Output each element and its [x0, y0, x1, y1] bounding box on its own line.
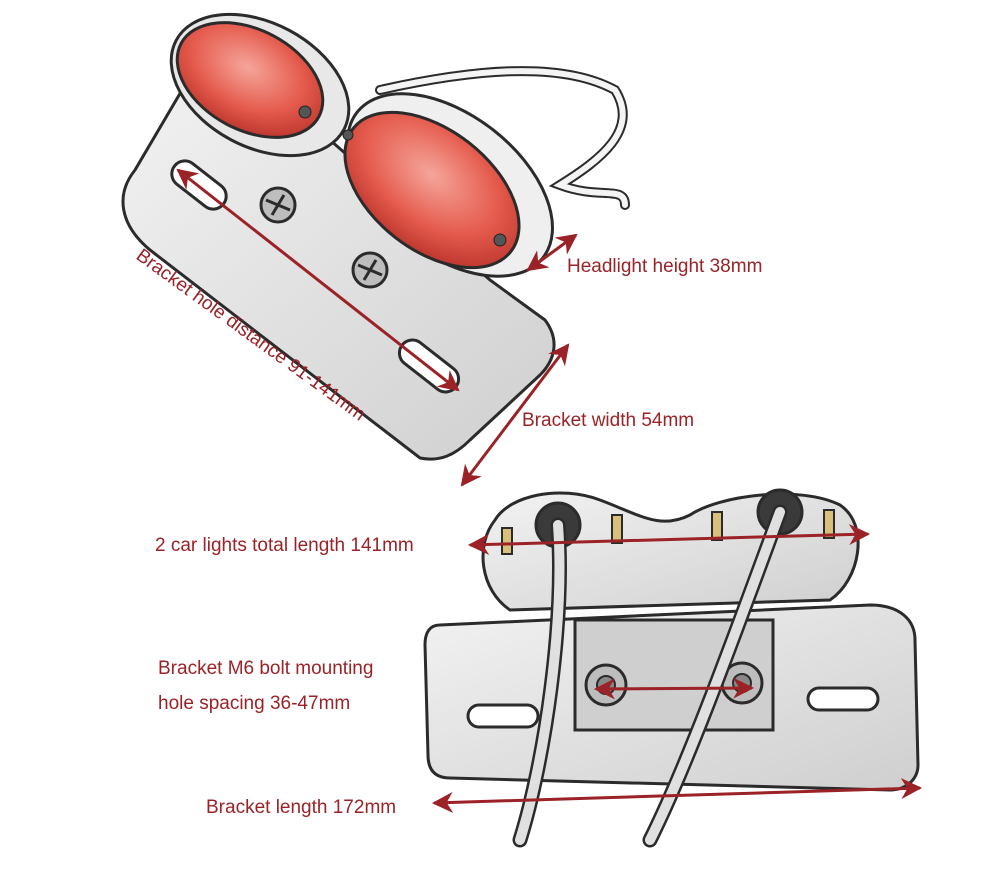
- double-arrow-icon: [176, 168, 460, 392]
- double-arrow-icon: [431, 778, 923, 813]
- bottom-assembly: 2 car lights total length 141mm Bracket …: [155, 488, 923, 848]
- slot-left: [466, 703, 540, 729]
- bracket-length-label: Bracket length 172mm: [206, 797, 396, 818]
- headlight-height-label: Headlight height 38mm: [567, 256, 762, 277]
- screw-icon: [259, 186, 297, 224]
- screw-icon: [351, 251, 389, 289]
- bolt-spacing-label-line1: Bracket M6 bolt mounting: [158, 658, 373, 679]
- double-arrow-icon: [467, 524, 871, 555]
- double-arrow-icon: [460, 343, 570, 487]
- bracket-width-label: Bracket width 54mm: [522, 410, 694, 431]
- double-arrow-icon: [526, 233, 578, 272]
- double-arrow-icon: [593, 677, 755, 700]
- lamp-left: [169, 12, 351, 158]
- top-assembly: Headlight height 38mm Bracket width 54mm…: [121, 12, 762, 487]
- slot-right: [806, 686, 880, 712]
- total-length-label: 2 car lights total length 141mm: [155, 535, 414, 556]
- bolt-spacing-label-line2: hole spacing 36-47mm: [158, 693, 350, 714]
- bolt-icon: [584, 663, 628, 707]
